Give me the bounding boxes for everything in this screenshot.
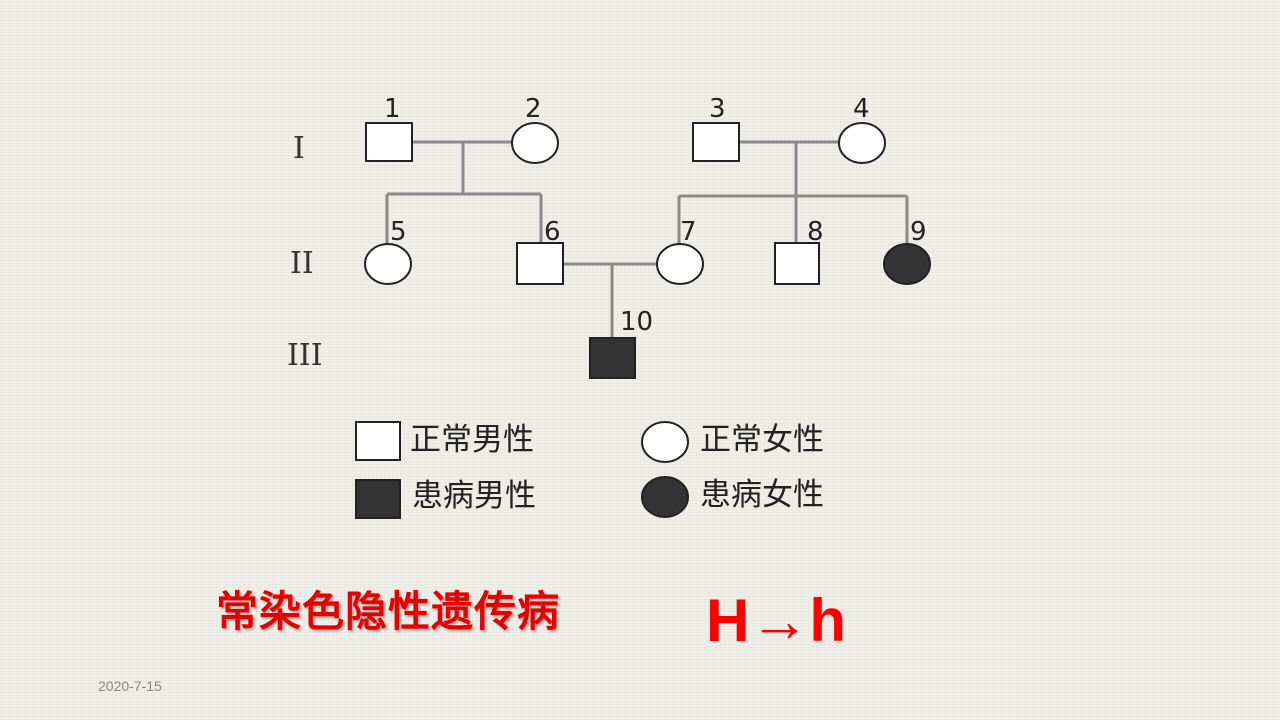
individual-number-1: 1 — [384, 94, 401, 124]
individual-number-6: 6 — [544, 217, 561, 247]
individuals — [364, 122, 931, 379]
legend-affected-female-label: 患病女性 — [700, 477, 824, 513]
individual-number-5: 5 — [390, 217, 407, 247]
legend-affected-male-label: 患病男性 — [412, 478, 536, 514]
legend: 正常男性 正常女性 患病男性 患病女性 — [355, 421, 824, 519]
generation-label-1: I — [293, 131, 305, 166]
slide-date: 2020-7-15 — [98, 678, 162, 694]
legend-normal-male-symbol — [355, 421, 401, 461]
legend-affected-female-symbol — [641, 476, 689, 518]
generation-label-2: II — [290, 246, 314, 281]
individual-number-9: 9 — [910, 217, 927, 247]
individual-6-normal-male — [516, 242, 564, 285]
legend-normal-female-label: 正常女性 — [700, 422, 824, 458]
individual-7-normal-female — [656, 243, 704, 285]
legend-normal-male-label: 正常男性 — [410, 422, 534, 458]
individual-number-7: 7 — [680, 217, 697, 247]
individual-number-4: 4 — [853, 94, 870, 124]
individual-9-affected-female — [883, 243, 931, 285]
individual-numbers: 1 2 3 4 5 6 7 8 9 10 — [384, 94, 927, 337]
individual-number-3: 3 — [709, 94, 726, 124]
individual-2-normal-female — [511, 122, 559, 164]
legend-affected-male-symbol — [355, 479, 401, 519]
allele-mutation-label: H→h — [706, 587, 846, 654]
individual-1-normal-male — [365, 122, 413, 162]
inheritance-caption: 常染色隐性遗传病 — [216, 587, 561, 636]
pedigree-lines — [385, 140, 909, 337]
individual-4-normal-female — [838, 122, 886, 164]
individual-8-normal-male — [774, 242, 820, 285]
generation-label-3: III — [287, 338, 323, 373]
individual-3-normal-male — [692, 122, 740, 162]
individual-10-affected-male — [589, 337, 636, 379]
individual-5-normal-female — [364, 243, 412, 285]
individual-number-2: 2 — [525, 94, 542, 124]
individual-number-8: 8 — [807, 217, 824, 247]
legend-normal-female-symbol — [641, 421, 689, 463]
individual-number-10: 10 — [620, 307, 653, 337]
